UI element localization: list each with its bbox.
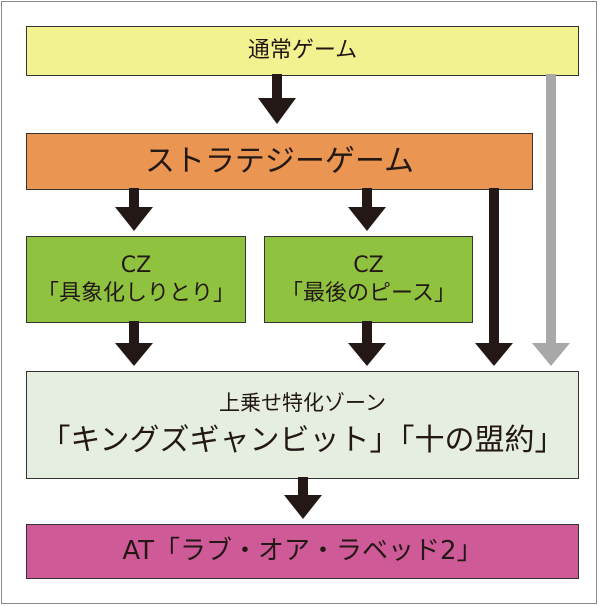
at-label: AT「ラブ・オア・ラベッド2」: [122, 536, 483, 567]
arrow-strategy-to-cz1: [115, 188, 153, 231]
arrow-cz2-to-uwanose: [348, 321, 386, 366]
strategy-game-label: ストラテジーゲーム: [144, 143, 415, 179]
cz2-title: CZ: [353, 253, 384, 278]
normal-game-box: 通常ゲーム: [26, 26, 579, 76]
arrow-uwanose-to-at: [284, 477, 322, 519]
arrow-strategy-to-cz2: [348, 188, 386, 231]
arrow-cz1-to-uwanose: [115, 321, 153, 366]
cz1-title: CZ: [120, 253, 152, 278]
cz-box-saigo-no-piece: CZ 「最後のピース」: [264, 236, 473, 323]
arrow-strategy-to-uwanose: [475, 188, 513, 366]
uwanose-name: 「キングズギャンビット」「十の盟約」: [40, 423, 565, 459]
cz1-name: 「具象化しりとり」: [36, 280, 235, 306]
strategy-game-box: ストラテジーゲーム: [26, 133, 533, 190]
uwanose-subtitle: 上乗せ特化ゾーン: [219, 391, 386, 416]
arrow-normal-to-strategy: [258, 74, 296, 124]
uwanose-zone-box: 上乗せ特化ゾーン 「キングズギャンビット」「十の盟約」: [26, 371, 579, 479]
normal-game-label: 通常ゲーム: [247, 38, 358, 64]
at-box: AT「ラブ・オア・ラベッド2」: [26, 524, 579, 579]
arrow-normal-to-uwanose: [532, 74, 570, 366]
cz2-name: 「最後のピース」: [281, 280, 456, 306]
